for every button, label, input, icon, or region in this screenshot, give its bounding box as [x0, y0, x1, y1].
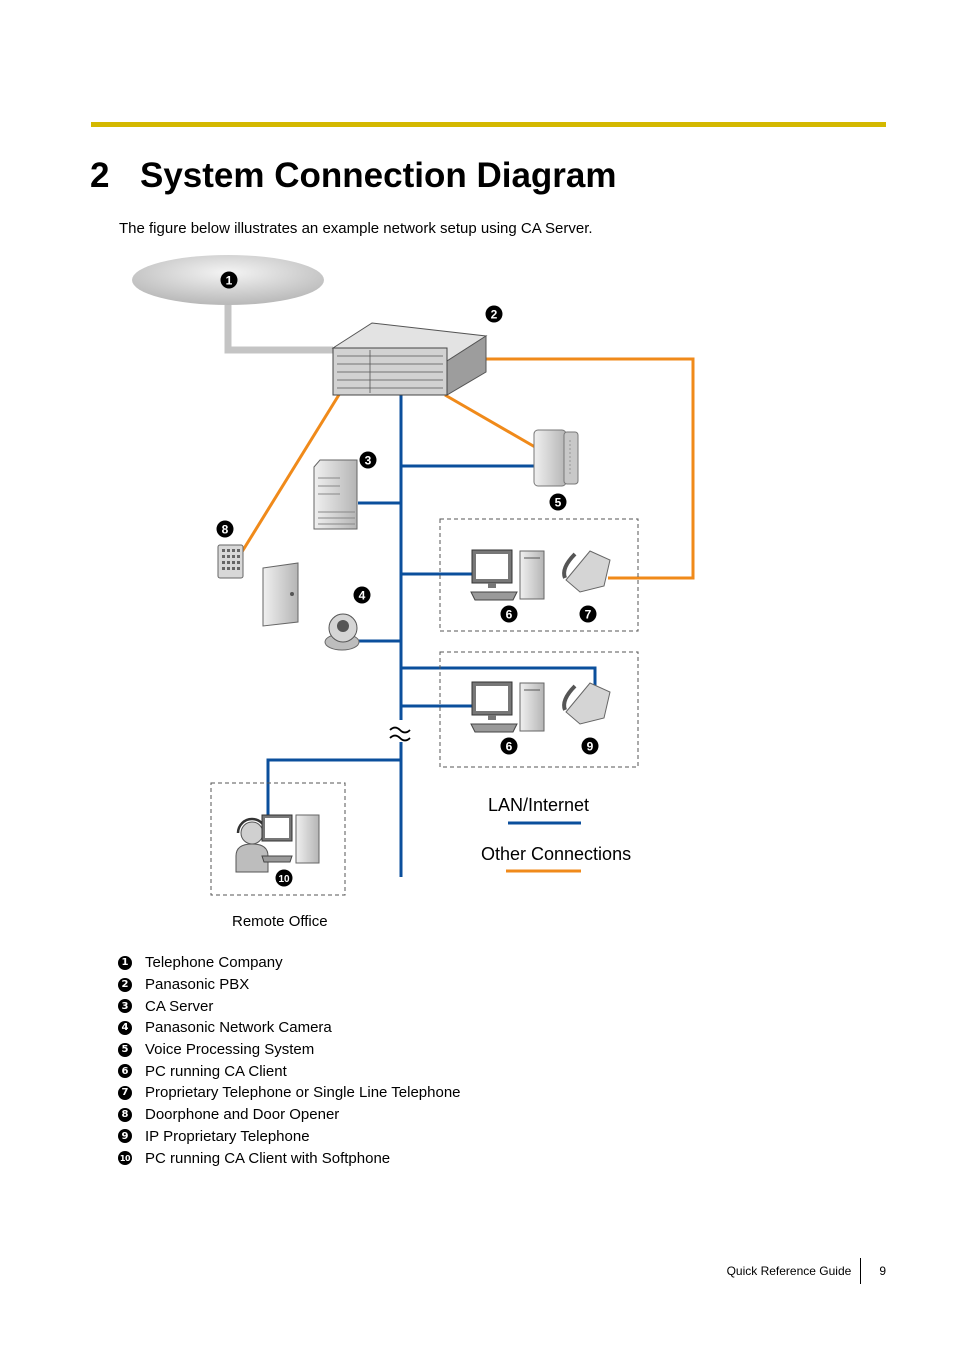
intro-text: The figure below illustrates an example … — [119, 220, 593, 237]
key-item: 7 Proprietary Telephone or Single Line Te… — [118, 1082, 461, 1104]
telephone-icon — [562, 550, 611, 593]
svg-text:10: 10 — [278, 874, 290, 885]
pc-icon — [470, 681, 545, 733]
diagram-key-list: 1 Telephone Company 2 Panasonic PBX 3 CA Se… — [118, 952, 461, 1169]
softphone-user-icon — [235, 814, 320, 873]
footer-doc-name: Quick Reference Guide — [726, 1264, 852, 1278]
ca-server-icon — [313, 459, 358, 530]
footer-page-number: 9 — [879, 1264, 886, 1278]
key-label: Panasonic Network Camera — [145, 1019, 332, 1037]
svg-text:6: 6 — [506, 608, 513, 622]
marker-1: 1 — [220, 271, 238, 289]
legend-other-label: Other Connections — [481, 844, 631, 864]
key-item: 6 PC running CA Client — [118, 1060, 461, 1082]
key-item: 9 IP Proprietary Telephone — [118, 1126, 461, 1148]
key-number-badge: 8 — [118, 1107, 132, 1122]
marker-6: 6 — [500, 605, 518, 623]
svg-text:4: 4 — [359, 589, 366, 603]
client-group-box — [439, 651, 639, 768]
key-number-badge: 10 — [118, 1151, 132, 1166]
ip-telephone-icon — [562, 682, 611, 725]
lan-connections — [266, 392, 597, 877]
key-number-badge: 3 — [118, 999, 132, 1014]
section-title: System Connection Diagram — [140, 156, 617, 195]
lan-break-icon — [389, 726, 411, 742]
key-label: IP Proprietary Telephone — [145, 1127, 310, 1145]
pc-icon — [470, 549, 545, 601]
marker-10: 10 — [275, 869, 293, 887]
key-label: Voice Processing System — [145, 1041, 315, 1059]
header-rule — [91, 122, 886, 127]
other-connections — [238, 357, 695, 580]
key-item: 5 Voice Processing System — [118, 1039, 461, 1061]
svg-text:8: 8 — [222, 523, 229, 537]
door-opener-icon — [262, 562, 299, 627]
key-label: Panasonic PBX — [145, 976, 250, 994]
key-number-badge: 4 — [118, 1020, 132, 1035]
footer-divider — [860, 1258, 862, 1284]
page-footer: Quick Reference Guide 9 — [727, 1258, 886, 1284]
key-item: 2 Panasonic PBX — [118, 974, 461, 996]
doorphone-icon — [217, 544, 244, 579]
key-item: 3 CA Server — [118, 995, 461, 1017]
key-number-badge: 6 — [118, 1064, 132, 1079]
connection-diagram: LAN/Internet Other Connections 1 2 3 4 5… — [132, 255, 695, 896]
key-label: Doorphone and Door Opener — [145, 1106, 340, 1124]
svg-text:2: 2 — [491, 308, 498, 322]
key-label: CA Server — [145, 997, 214, 1015]
remote-office-label: Remote Office — [232, 913, 328, 930]
key-number-badge: 2 — [118, 977, 132, 992]
page-title: 2 System Connection Diagram — [90, 156, 617, 196]
key-item: 1 Telephone Company — [118, 952, 461, 974]
key-item: 4 Panasonic Network Camera — [118, 1017, 461, 1039]
svg-text:1: 1 — [226, 274, 233, 288]
key-label: PC running CA Client — [145, 1062, 287, 1080]
marker-6-second: 6 — [500, 737, 518, 755]
voice-processing-system-icon — [533, 429, 579, 487]
svg-text:9: 9 — [587, 740, 594, 754]
key-label: Telephone Company — [145, 954, 283, 972]
marker-4: 4 — [353, 586, 371, 604]
network-camera-icon — [324, 613, 360, 651]
key-number-badge: 9 — [118, 1129, 132, 1144]
key-label: Proprietary Telephone or Single Line Tel… — [145, 1084, 461, 1102]
key-number-badge: 7 — [118, 1085, 132, 1100]
remote-office-box — [210, 782, 346, 896]
marker-2: 2 — [485, 305, 503, 323]
svg-text:6: 6 — [506, 740, 513, 754]
key-number-badge: 5 — [118, 1042, 132, 1057]
key-number-badge: 1 — [118, 955, 132, 970]
client-group-box — [439, 518, 639, 632]
svg-text:5: 5 — [555, 496, 562, 510]
key-item: 10 PC running CA Client with Softphone — [118, 1147, 461, 1169]
pbx-icon — [331, 322, 488, 396]
marker-5: 5 — [549, 493, 567, 511]
marker-9: 9 — [581, 737, 599, 755]
telephone-line — [224, 305, 333, 354]
marker-3: 3 — [359, 451, 377, 469]
svg-text:7: 7 — [585, 608, 592, 622]
marker-7: 7 — [579, 605, 597, 623]
section-number: 2 — [90, 156, 110, 195]
key-label: PC running CA Client with Softphone — [145, 1149, 391, 1167]
key-item: 8 Doorphone and Door Opener — [118, 1104, 461, 1126]
legend-lan-label: LAN/Internet — [488, 795, 589, 815]
marker-8: 8 — [216, 520, 234, 538]
svg-text:3: 3 — [365, 454, 372, 468]
